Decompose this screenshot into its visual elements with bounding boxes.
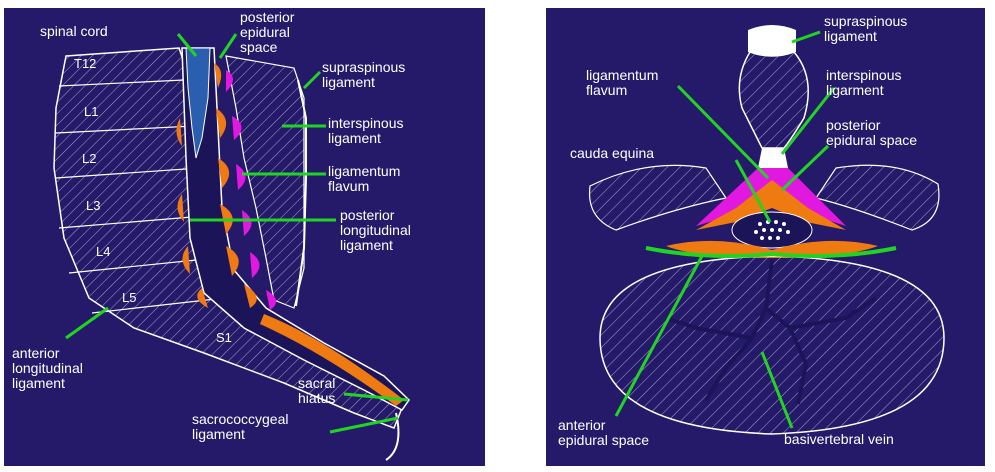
vertebra-label-l2: L2 bbox=[82, 151, 96, 166]
vertebra-label-l4: L4 bbox=[96, 244, 110, 259]
vertebral-body bbox=[600, 256, 944, 434]
cauda-equina-label: cauda equina bbox=[570, 146, 654, 161]
interspinous-ligament-label: interspinous ligament bbox=[328, 116, 404, 146]
posterior-epidural-space-label: posterior epidural space bbox=[240, 10, 294, 55]
supraspinous-cap bbox=[748, 25, 796, 56]
posterior-epidural-space-label: posterior epidural space bbox=[826, 118, 917, 148]
anterior-epidural-space-label: anterior epidural space bbox=[558, 418, 649, 448]
interspinous-ligament-label: interspinous ligarment bbox=[826, 68, 902, 98]
supraspinous-ligament-label: supraspinous ligament bbox=[322, 60, 405, 90]
vertebra-label-s1: S1 bbox=[216, 330, 232, 345]
sacral-hiatus-label: sacral hiatus bbox=[298, 376, 335, 406]
sacrococcygeal-ligament-label: sacrococcygeal ligament bbox=[192, 412, 289, 442]
vertebra-label-l5: L5 bbox=[122, 290, 136, 305]
axial-spine-panel: supraspinous ligament ligamentum flavum … bbox=[546, 8, 985, 466]
anterior-longitudinal-ligament-label: anterior longitudinal ligament bbox=[12, 346, 83, 391]
ligamentum-flavum-label: ligamentum flavum bbox=[586, 68, 658, 98]
ligamentum-flavum-label: ligamentum flavum bbox=[328, 164, 400, 194]
spinal-cord-label: spinal cord bbox=[40, 24, 108, 39]
vertebra-label-l3: L3 bbox=[86, 198, 100, 213]
posterior-longitudinal-ligament-label: posterior longitudinal ligament bbox=[340, 208, 411, 253]
vertebra-label-l1: L1 bbox=[84, 104, 98, 119]
supraspinous-ligament-label: supraspinous ligament bbox=[824, 14, 907, 44]
vertebra-label-t12: T12 bbox=[74, 56, 96, 71]
basivertebral-vein-label: basivertebral vein bbox=[784, 432, 894, 447]
sagittal-spine-illustration bbox=[4, 8, 485, 466]
sagittal-spine-panel: T12 L1 L2 L3 L4 L5 S1 spinal cord poster… bbox=[4, 8, 485, 466]
